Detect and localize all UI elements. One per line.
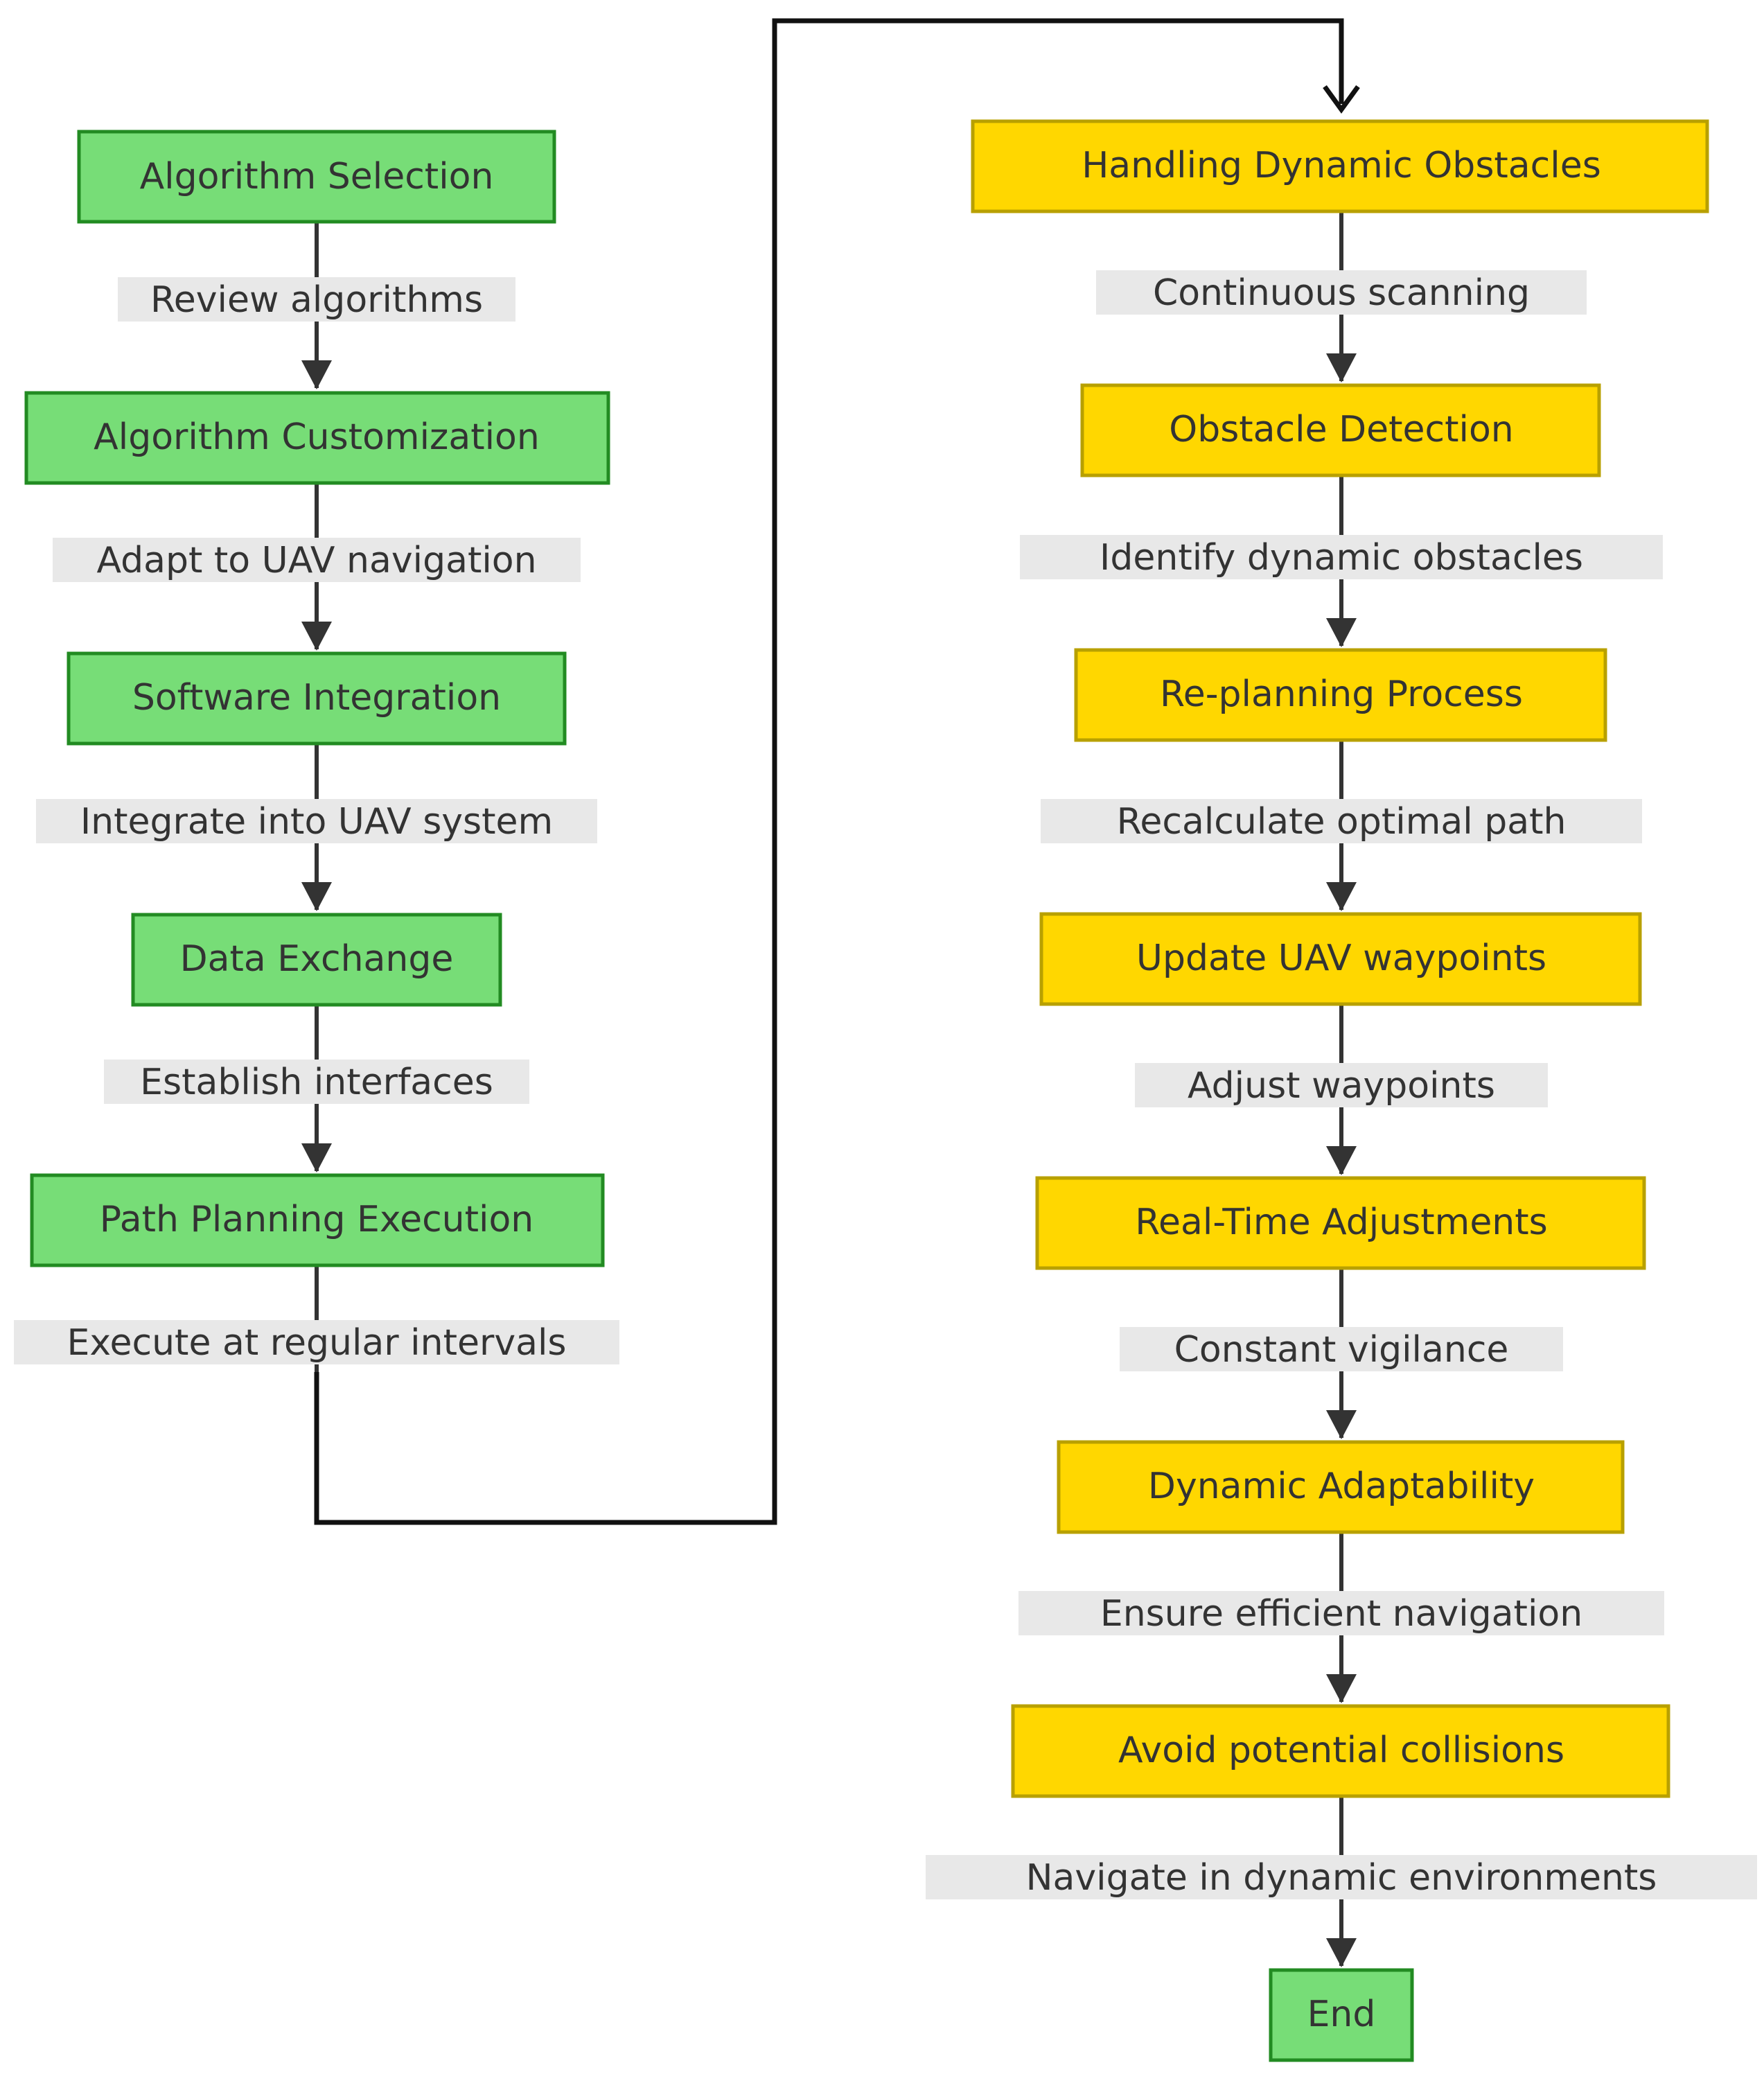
node-update-uav-waypoints: Update UAV waypoints: [1039, 912, 1642, 1006]
node-label: Real-Time Adjustments: [1135, 1202, 1548, 1243]
edge-label: Navigate in dynamic environments: [1026, 1857, 1657, 1899]
node-real-time-adjustments: Real-Time Adjustments: [1035, 1176, 1646, 1270]
edge-label-adjust-waypoints: Adjust waypoints: [1135, 1063, 1548, 1107]
node-algorithm-selection: Algorithm Selection: [77, 130, 556, 224]
edge-label: Constant vigilance: [1174, 1329, 1509, 1371]
node-label: Data Exchange: [180, 938, 454, 980]
edge-label: Recalculate optimal path: [1117, 801, 1567, 843]
node-avoid-potential-collisions: Avoid potential collisions: [1011, 1704, 1670, 1798]
node-software-integration: Software Integration: [67, 651, 567, 746]
edge-label-recalculate-optimal-path: Recalculate optimal path: [1041, 799, 1642, 843]
edge-label-execute-at-regular-intervals: Execute at regular intervals: [14, 1320, 619, 1364]
node-label: Re-planning Process: [1160, 674, 1523, 715]
node-label: Path Planning Execution: [100, 1199, 533, 1240]
node-end: End: [1269, 1968, 1414, 2062]
edge-label-adapt-to-uav-navigation: Adapt to UAV navigation: [53, 538, 581, 582]
node-label: Avoid potential collisions: [1118, 1730, 1564, 1771]
node-dynamic-adaptability: Dynamic Adaptability: [1057, 1440, 1625, 1534]
edge-label: Integrate into UAV system: [80, 801, 553, 843]
edge-label-establish-interfaces: Establish interfaces: [104, 1060, 529, 1104]
edge-label-constant-vigilance: Constant vigilance: [1120, 1327, 1563, 1371]
edge-label: Identify dynamic obstacles: [1100, 537, 1583, 579]
edge-label: Establish interfaces: [140, 1062, 493, 1103]
node-re-planning-process: Re-planning Process: [1074, 648, 1607, 742]
node-label: Obstacle Detection: [1169, 409, 1513, 450]
edge-label: Continuous scanning: [1153, 272, 1530, 314]
node-label: Software Integration: [132, 677, 501, 719]
node-data-exchange: Data Exchange: [131, 913, 502, 1007]
edge-label-identify-dynamic-obstacles: Identify dynamic obstacles: [1020, 535, 1663, 579]
edge-label-navigate-in-dynamic-environments: Navigate in dynamic environments: [926, 1855, 1757, 1899]
edge-label: Adapt to UAV navigation: [96, 540, 536, 581]
node-label: Handling Dynamic Obstacles: [1082, 145, 1601, 186]
edge-label: Ensure efficient navigation: [1100, 1593, 1582, 1635]
node-label: End: [1307, 1994, 1376, 2035]
edge-label-review-algorithms: Review algorithms: [118, 277, 515, 322]
node-label: Algorithm Selection: [140, 156, 494, 197]
connector-left-to-right: [314, 18, 1360, 1525]
edge-label-continuous-scanning: Continuous scanning: [1096, 270, 1587, 315]
edge-label-integrate-into-uav-system: Integrate into UAV system: [36, 799, 597, 843]
edge-label: Adjust waypoints: [1188, 1065, 1495, 1107]
node-handling-dynamic-obstacles: Handling Dynamic Obstacles: [971, 119, 1709, 213]
node-obstacle-detection: Obstacle Detection: [1080, 383, 1601, 477]
node-label: Update UAV waypoints: [1136, 938, 1546, 979]
node-path-planning-execution: Path Planning Execution: [30, 1173, 605, 1267]
edge-label-ensure-efficient-navigation: Ensure efficient navigation: [1018, 1591, 1664, 1635]
node-algorithm-customization: Algorithm Customization: [24, 391, 610, 485]
edge-label: Execute at regular intervals: [67, 1322, 566, 1364]
node-label: Algorithm Customization: [94, 416, 540, 458]
node-label: Dynamic Adaptability: [1148, 1466, 1535, 1507]
edge-label: Review algorithms: [150, 279, 483, 321]
